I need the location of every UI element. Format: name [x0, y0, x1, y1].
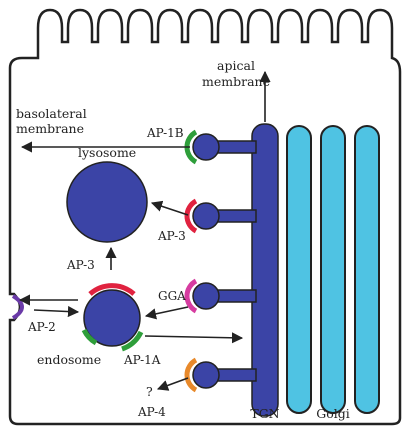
- label-basolateral: basolateral: [16, 106, 87, 121]
- label-gga: GGA: [158, 289, 186, 303]
- label-question: ?: [146, 384, 153, 399]
- label-golgi: Golgi: [316, 406, 350, 421]
- label-basolateral-membrane: membrane: [16, 121, 84, 136]
- label-ap3-endosome: AP-3: [66, 258, 95, 272]
- label-ap1a: AP-1A: [123, 353, 161, 367]
- label-ap2: AP-2: [27, 320, 56, 334]
- label-ap4: AP-4: [137, 405, 166, 419]
- label-apical-membrane: membrane: [202, 74, 270, 89]
- golgi-cisterna-2: [321, 126, 345, 413]
- label-ap1b: AP-1B: [146, 126, 184, 140]
- label-ap3-tgn: AP-3: [157, 229, 186, 243]
- golgi-cisterna-3: [355, 126, 379, 413]
- label-endosome: endosome: [37, 352, 101, 367]
- label-tgn: TGN: [250, 406, 279, 421]
- lysosome: [67, 162, 147, 242]
- label-apical: apical: [217, 58, 255, 73]
- label-lysosome: lysosome: [78, 145, 136, 160]
- golgi-cisterna-1: [287, 126, 311, 413]
